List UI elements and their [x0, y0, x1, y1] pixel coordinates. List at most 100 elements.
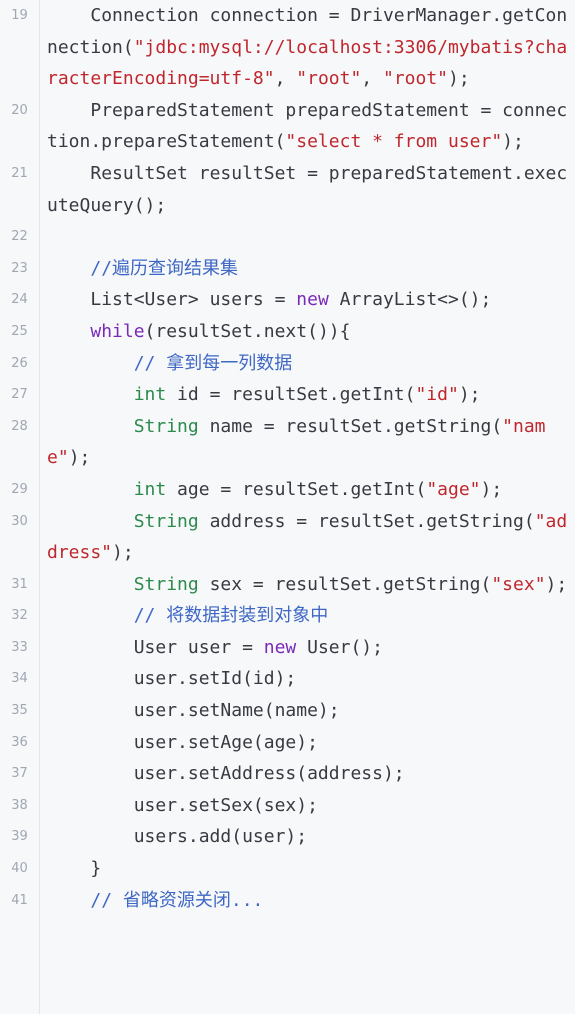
code-text: users.add(user);: [39, 821, 575, 853]
comment: // 拿到每一列数据: [133, 352, 293, 374]
line-number: 19: [11, 8, 28, 23]
code-text: }: [39, 853, 575, 885]
code-text: user.setId(id);: [39, 663, 575, 695]
code-token: user.setName(name);: [47, 700, 340, 722]
line-number: 34: [11, 671, 28, 687]
code-token: name = resultSet.getString(: [198, 415, 503, 437]
code-line: 31 String sex = resultSet.getString("sex…: [0, 569, 575, 601]
code-token: );: [458, 384, 481, 406]
code-text: // 省略资源关闭...: [39, 885, 575, 917]
line-number: 32: [11, 608, 28, 624]
string-literal: "sex": [491, 573, 546, 595]
type-name: int: [133, 384, 167, 406]
line-number: 38: [11, 797, 28, 813]
type-name: String: [133, 510, 199, 532]
keyword: new: [296, 289, 329, 311]
code-text: user.setName(name);: [39, 695, 575, 727]
code-token: );: [502, 131, 524, 153]
comment: //遍历查询结果集: [90, 257, 239, 279]
line-number: 23: [11, 260, 28, 276]
code-line: 35 user.setName(name);: [0, 695, 575, 727]
code-token: user.setAge(age);: [47, 731, 318, 753]
code-token: );: [448, 68, 470, 90]
code-text: user.setSex(sex);: [39, 790, 575, 822]
code-token: );: [480, 478, 503, 500]
code-text: user.setAddress(address);: [39, 758, 575, 790]
line-number: 33: [11, 639, 28, 655]
code-token: users.add(user);: [47, 826, 308, 848]
code-token: ,: [274, 68, 297, 90]
string-literal: "id": [415, 384, 459, 406]
code-token: [47, 353, 134, 374]
code-line: 19 Connection connection = DriverManager…: [0, 0, 575, 95]
code-text: // 拿到每一列数据: [39, 348, 575, 380]
line-number: 30: [11, 513, 28, 529]
code-text: int id = resultSet.getInt("id");: [39, 379, 575, 411]
line-number: 29: [11, 481, 28, 497]
code-token: user.setSex(sex);: [47, 794, 318, 816]
code-token: PreparedStatement preparedStatement = co…: [47, 99, 568, 153]
code-token: [47, 384, 134, 405]
code-line: 34 user.setId(id);: [0, 663, 575, 695]
code-line: 20 PreparedStatement preparedStatement =…: [0, 95, 575, 158]
line-number-gutter: [0, 0, 40, 1014]
type-name: int: [133, 478, 167, 500]
code-token: user.setAddress(address);: [47, 763, 405, 785]
code-text: List<User> users = new ArrayList<>();: [39, 284, 575, 316]
line-number: 24: [11, 292, 28, 308]
comment: // 省略资源关闭...: [90, 889, 264, 911]
code-line: 26 // 拿到每一列数据: [0, 348, 575, 380]
code-lines: 19 Connection connection = DriverManager…: [0, 0, 575, 917]
keyword: new: [263, 636, 297, 658]
line-number: 28: [11, 418, 28, 434]
code-token: );: [545, 573, 568, 595]
comment: // 将数据封装到对象中: [133, 605, 329, 627]
code-text: while(resultSet.next()){: [39, 316, 575, 348]
line-number: 22: [11, 229, 28, 245]
code-line: 41 // 省略资源关闭...: [0, 885, 575, 917]
line-number: 26: [11, 355, 28, 371]
code-line: 32 // 将数据封装到对象中: [0, 600, 575, 632]
code-token: ArrayList<>();: [328, 289, 492, 311]
code-line: 33 User user = new User();: [0, 632, 575, 664]
line-number: 39: [11, 829, 28, 845]
code-token: address = resultSet.getString(: [198, 510, 535, 532]
code-token: [47, 416, 134, 437]
code-line: 25 while(resultSet.next()){: [0, 316, 575, 348]
code-text: User user = new User();: [39, 632, 575, 664]
line-number: 21: [11, 165, 28, 181]
line-number: 35: [11, 703, 28, 719]
code-token: [47, 574, 134, 595]
code-line: 30 String address = resultSet.getString(…: [0, 506, 575, 569]
code-token: }: [47, 858, 102, 880]
code-line: 36 user.setAge(age);: [0, 727, 575, 759]
string-literal: "name": [47, 415, 546, 469]
code-token: user.setId(id);: [47, 668, 297, 690]
code-text: String name = resultSet.getString("name"…: [39, 411, 575, 474]
code-token: User user =: [47, 636, 264, 658]
code-line: 24 List<User> users = new ArrayList<>();: [0, 284, 575, 316]
line-number: 37: [11, 766, 28, 782]
code-text: [39, 221, 575, 253]
string-literal: "age": [426, 478, 481, 500]
string-literal: "select * from user": [285, 131, 503, 153]
string-literal: "root": [296, 68, 362, 90]
code-token: List<User> users =: [47, 289, 297, 311]
code-line: 22: [0, 221, 575, 253]
code-text: int age = resultSet.getInt("age");: [39, 474, 575, 506]
line-number: 25: [11, 323, 28, 339]
code-text: // 将数据封装到对象中: [39, 600, 575, 632]
code-text: String address = resultSet.getString("ad…: [39, 506, 575, 569]
code-line: 21 ResultSet resultSet = preparedStateme…: [0, 158, 575, 221]
code-token: [47, 479, 134, 500]
code-token: ResultSet resultSet = preparedStatement.…: [47, 162, 568, 216]
code-line: 40 }: [0, 853, 575, 885]
code-token: [47, 321, 90, 342]
code-token: );: [112, 542, 134, 564]
code-token: id = resultSet.getInt(: [166, 384, 416, 406]
line-number: 27: [11, 387, 28, 403]
code-token: [47, 890, 90, 911]
string-literal: "address": [47, 510, 568, 564]
code-text: user.setAge(age);: [39, 727, 575, 759]
